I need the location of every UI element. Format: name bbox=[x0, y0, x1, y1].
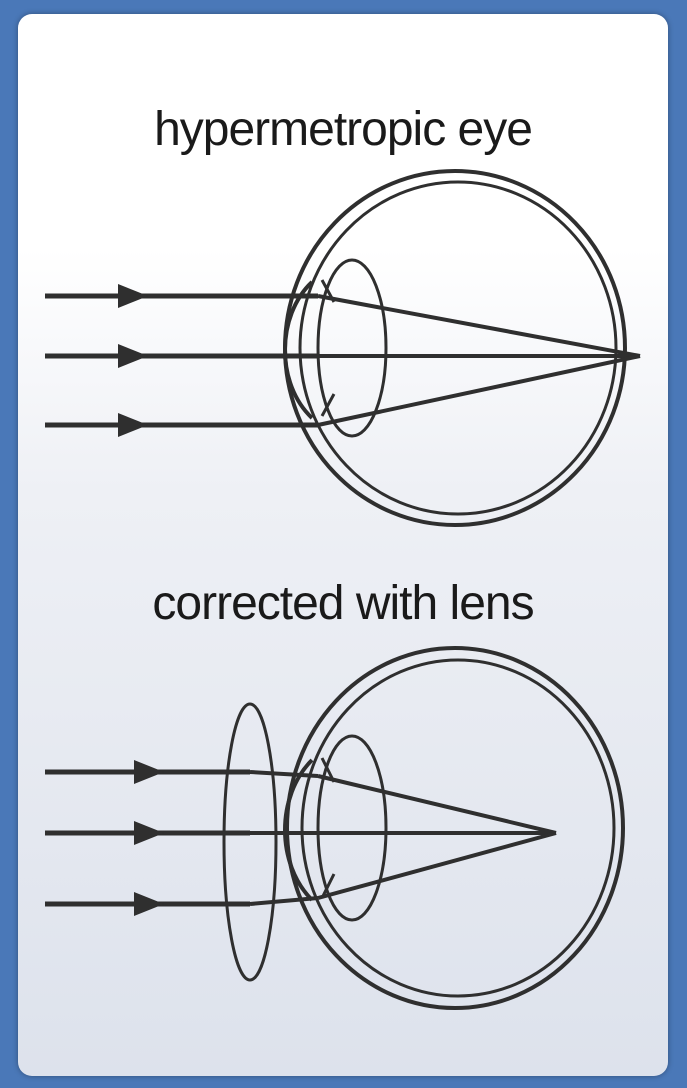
refracted-ray-top-corrected bbox=[318, 776, 556, 833]
crystalline-lens bbox=[318, 260, 386, 436]
refracted-ray-bottom-corrected bbox=[318, 833, 556, 898]
ray-arrow-bottom-corrected bbox=[134, 892, 164, 916]
crystalline-lens-corrected bbox=[318, 736, 386, 920]
ray-arrow-top bbox=[118, 284, 148, 308]
ray-arrow-top-corrected bbox=[134, 760, 164, 784]
eyeball-outer-corrected bbox=[287, 648, 623, 1008]
lens-ray-top bbox=[250, 772, 318, 776]
eyeball-outer bbox=[285, 171, 625, 525]
eyeball-inner-corrected bbox=[302, 660, 614, 996]
ray-arrow-middle-corrected bbox=[134, 821, 164, 845]
corrected-eye-figure bbox=[45, 648, 623, 1008]
eyeball-inner bbox=[300, 182, 616, 514]
refracted-ray-bottom bbox=[318, 356, 640, 425]
ray-arrow-bottom bbox=[118, 413, 148, 437]
convex-corrective-lens bbox=[224, 704, 276, 980]
refracted-ray-top bbox=[318, 296, 640, 356]
ray-arrow-middle bbox=[118, 344, 148, 368]
lens-ray-bottom bbox=[250, 898, 318, 904]
hypermetropic-eye-figure bbox=[45, 171, 640, 525]
